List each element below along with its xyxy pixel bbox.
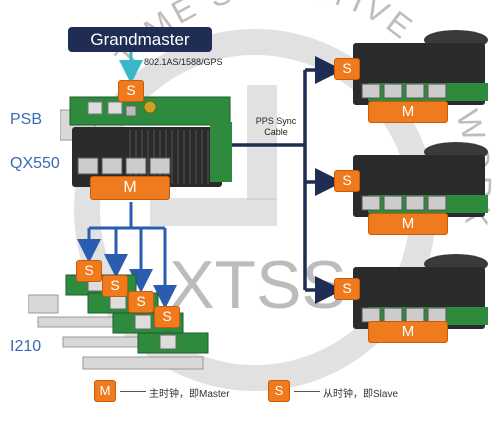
psb-port-3 xyxy=(125,105,137,117)
watermark-bar-h xyxy=(150,198,277,226)
psb-port-1 xyxy=(87,101,103,115)
pps-line-2: Cable xyxy=(264,127,288,137)
pps-line-1: PPS Sync xyxy=(255,116,297,126)
i210-1-slave-badge: S xyxy=(76,260,102,282)
grandmaster-box: Grandmaster xyxy=(68,27,212,52)
right-2-slave-badge: S xyxy=(334,170,360,192)
right-card-2 xyxy=(353,142,488,217)
main-card xyxy=(60,96,232,187)
right-1-slave-badge: S xyxy=(334,58,360,80)
grandmaster-protocols: 802.1AS/1588/GPS xyxy=(144,57,223,67)
right-1-master-badge: M xyxy=(368,101,448,123)
legend-slave-text: 从时钟，即Slave xyxy=(323,389,399,400)
i210-card-4 xyxy=(82,332,209,370)
i210-4-slave-badge: S xyxy=(154,306,180,328)
right-card-1 xyxy=(353,30,488,105)
pps-label: PPS Sync Cable xyxy=(246,116,306,138)
legend-master-swatch: M xyxy=(94,380,116,402)
ports-3 xyxy=(361,307,447,323)
i210-2-slave-badge: S xyxy=(102,275,128,297)
watermark-bar xyxy=(247,85,277,200)
legend-slave-dash xyxy=(294,391,320,392)
label-psb: PSB xyxy=(10,111,43,128)
qx550-ports xyxy=(77,157,171,175)
legend-master-text: 主时钟，即Master xyxy=(149,389,230,400)
right-2-master-badge: M xyxy=(368,213,448,235)
ports-1 xyxy=(361,83,447,99)
i210-cards xyxy=(28,274,209,370)
label-i210: I210 xyxy=(10,338,42,355)
psb-sma xyxy=(143,100,157,114)
ports-2 xyxy=(361,195,447,211)
label-qx550: QX550 xyxy=(10,155,60,172)
legend-master-dash xyxy=(120,391,146,392)
legend: M 主时钟，即Master S 从时钟，即Slave xyxy=(94,380,424,404)
qx550-pcb-edge xyxy=(210,122,232,182)
legend-slave-swatch: S xyxy=(268,380,290,402)
psb-port-2 xyxy=(107,101,123,115)
right-card-3 xyxy=(353,254,488,329)
gm-slave-badge: S xyxy=(118,80,144,102)
qx550-master-badge: M xyxy=(90,176,170,200)
qx550-fins xyxy=(129,130,209,184)
right-3-slave-badge: S xyxy=(334,278,360,300)
i210-3-slave-badge: S xyxy=(128,291,154,313)
right-3-master-badge: M xyxy=(368,321,448,343)
